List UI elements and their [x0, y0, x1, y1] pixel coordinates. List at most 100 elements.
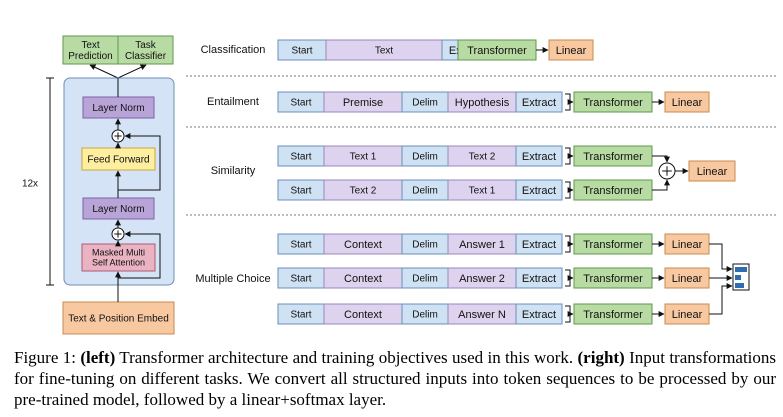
entailment-row-token-4-label: Extract — [522, 97, 556, 109]
residual-add-top — [111, 129, 125, 143]
entailment-linear-label: Linear — [672, 97, 703, 109]
entailment-row-token-2-label: Delim — [412, 98, 438, 109]
residual-add-bottom — [111, 227, 125, 241]
mc-row-1-token-3-label: Answer 2 — [459, 273, 505, 285]
mc-row-2-token-2-label: Delim — [412, 310, 438, 321]
mc-row-2-token-4: Extract — [515, 303, 563, 325]
mc-row-2-token-0: Start — [277, 303, 325, 325]
similarity-row-0-token-4-rect — [515, 145, 563, 167]
mc-row-2-token-0-label: Start — [290, 310, 311, 321]
entailment-row-token-3-label: Hypothesis — [455, 97, 510, 109]
task-label-similarity: Similarity — [211, 165, 256, 177]
entailment-row-token-4: Extract — [515, 91, 563, 113]
mc-row-0-token-0: Start — [277, 233, 325, 255]
transformer-block-panel — [63, 77, 175, 286]
mc-row-2-token-4-rect — [515, 303, 563, 325]
mc-row-1-token-0-label: Start — [290, 274, 311, 285]
mc-link-2 — [709, 283, 733, 315]
caption-left-text: Transformer architecture and training ob… — [119, 348, 574, 367]
mc-row-2-token-1-label: Context — [344, 309, 382, 321]
entailment-row-token-1-label: Premise — [343, 97, 383, 109]
caption-right-text: Input transformations for fine-tuning on… — [14, 348, 777, 409]
mc-row-1-token-1: Context — [323, 267, 403, 289]
mc-linear-1-label: Linear — [672, 273, 703, 285]
caption-left-tag: (left) — [80, 348, 116, 367]
similarity-link-bottom — [652, 179, 670, 191]
mc-linear-2: Linear — [664, 303, 710, 325]
similarity-row-0-token-1-label: Text 1 — [350, 152, 377, 163]
task-label-multiple-choice: Multiple Choice — [195, 273, 270, 285]
entailment-linear: Linear — [664, 91, 710, 113]
repeat-label-bg — [16, 176, 44, 190]
similarity-row-0-token-3-label: Text 2 — [469, 152, 496, 163]
similarity-row-0-token-3: Text 2 — [447, 145, 517, 167]
entailment-transformer: Transformer — [573, 91, 653, 113]
entailment-row-token-2: Delim — [401, 91, 449, 113]
classification-row-token-0: Start — [277, 39, 327, 61]
entailment-row-token-3: Hypothesis — [447, 91, 517, 113]
mc-row-1-token-3: Answer 2 — [447, 267, 517, 289]
similarity-transformer-1-label: Transformer — [583, 185, 643, 197]
mc-row-0-token-3: Answer 1 — [447, 233, 517, 255]
mc-linear-2-label: Linear — [672, 309, 703, 321]
mc-link-0 — [709, 243, 733, 272]
head-link-left — [89, 64, 119, 79]
mc-row-0-token-0-label: Start — [290, 240, 311, 251]
residual-skip-ff — [118, 133, 161, 191]
similarity-link-top — [652, 155, 670, 163]
entailment-row-token-0-label: Start — [290, 98, 311, 109]
similarity-row-0-token-4: Extract — [515, 145, 563, 167]
head-link-right — [117, 64, 147, 79]
mc-row-1-token-2-label: Delim — [412, 274, 438, 285]
mc-row-1-token-2: Delim — [401, 267, 449, 289]
mc-transformer-2: Transformer — [573, 303, 653, 325]
layer-norm-bottom-label: Layer Norm — [92, 204, 144, 215]
classification-linear: Linear — [548, 39, 594, 61]
mc-row-2-token-3-label: Answer N — [458, 309, 506, 321]
similarity-row-0-token-2-label: Delim — [412, 152, 438, 163]
similarity-row-0-token-4-label: Extract — [522, 151, 556, 163]
similarity-linear-label: Linear — [697, 166, 728, 178]
masked-self-attention-rect — [81, 243, 156, 272]
mc-2-bracket — [565, 305, 571, 323]
similarity-1-bracket — [565, 181, 571, 199]
mc-row-1-token-0: Start — [277, 267, 325, 289]
classification-row-token-1: Text — [325, 39, 443, 61]
mc-row-2: Start Context Delim Answer N Extract — [277, 303, 563, 325]
mc-row-2-token-2: Delim — [401, 303, 449, 325]
mc-row-1-token-1-label: Context — [344, 273, 382, 285]
similarity-row-1-token-4: Extract — [515, 179, 563, 201]
mc-softmax-bar-2 — [735, 275, 741, 280]
caption-figure-label: Figure 1: — [14, 348, 76, 367]
task-label-entailment: Entailment — [207, 96, 259, 108]
classification-row-token-0-label: Start — [291, 46, 312, 57]
similarity-row-0-token-1: Text 1 — [323, 145, 403, 167]
similarity-row-1-token-2-label: Delim — [412, 186, 438, 197]
task-transformations: ClassificationStartTextExtractTransforme… — [186, 39, 776, 325]
mc-row-1-token-4: Extract — [515, 267, 563, 289]
mc-row-0-token-1-label: Context — [344, 239, 382, 251]
mc-linear-0-label: Linear — [672, 239, 703, 251]
similarity-row-1-token-1: Text 2 — [323, 179, 403, 201]
feed-forward-label: Feed Forward — [87, 155, 149, 166]
similarity-row-1-token-4-rect — [515, 179, 563, 201]
entailment-row-token-0: Start — [277, 91, 325, 113]
similarity-transformer-0: Transformer — [573, 145, 653, 167]
mc-row-1-token-4-label: Extract — [522, 273, 556, 285]
entailment-row-token-4-rect — [515, 91, 563, 113]
repeat-label: 12x — [22, 179, 38, 190]
mc-row-0-token-4-label: Extract — [522, 239, 556, 251]
mc-row-0-token-1: Context — [323, 233, 403, 255]
similarity-row-1-token-0: Start — [277, 179, 325, 201]
mc-linear-1: Linear — [664, 267, 710, 289]
head-text-prediction-rect — [62, 35, 119, 65]
classification-row-token-1-label: Text — [375, 46, 394, 57]
mc-row-0-token-2: Delim — [401, 233, 449, 255]
